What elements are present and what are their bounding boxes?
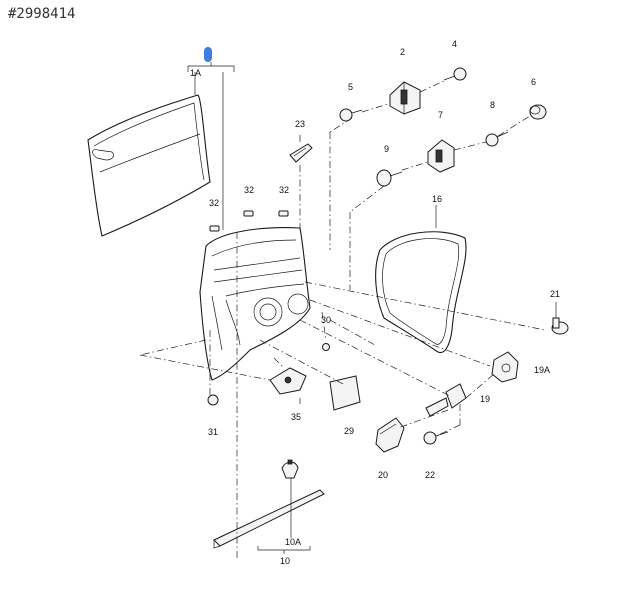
callout-8[interactable]: 8 — [490, 100, 495, 110]
part-29-patch[interactable] — [329, 375, 361, 411]
reference-number: #2998414 — [8, 6, 76, 22]
callout-10A[interactable]: 10A — [285, 537, 301, 547]
callout-16[interactable]: 16 — [432, 194, 442, 204]
part-21-bolt[interactable] — [551, 302, 569, 335]
door-outer-panel[interactable] — [87, 94, 211, 237]
callout-32-b[interactable]: 32 — [244, 185, 254, 195]
part-20-handle[interactable] — [375, 417, 405, 453]
bracket-1A — [187, 62, 235, 230]
callout-6[interactable]: 6 — [531, 77, 536, 87]
part-23[interactable] — [289, 135, 313, 163]
part-8-bolt[interactable] — [485, 131, 509, 147]
callout-22[interactable]: 22 — [425, 470, 435, 480]
callout-7[interactable]: 7 — [438, 110, 443, 120]
part-7-hinge[interactable] — [427, 139, 455, 173]
callout-23[interactable]: 23 — [295, 119, 305, 129]
callout-32-a[interactable]: 32 — [209, 198, 219, 208]
callout-30[interactable]: 30 — [321, 315, 331, 325]
door-inner-module[interactable] — [199, 227, 311, 381]
part-22-bolt[interactable] — [423, 431, 449, 445]
part-2-hinge[interactable] — [389, 81, 421, 115]
callout-20[interactable]: 20 — [378, 470, 388, 480]
bracket-10 — [257, 478, 311, 554]
part-4-bolt[interactable] — [443, 67, 467, 81]
part-30-plug[interactable] — [322, 343, 330, 351]
callout-21[interactable]: 21 — [550, 289, 560, 299]
selection-marker[interactable] — [204, 47, 212, 62]
part-32-a[interactable] — [209, 225, 220, 232]
part-32-b[interactable] — [243, 210, 254, 217]
callout-2[interactable]: 2 — [400, 47, 405, 57]
callout-1A[interactable]: 1A — [190, 68, 201, 78]
part-32-c[interactable] — [278, 210, 289, 217]
callout-10[interactable]: 10 — [280, 556, 290, 566]
part-5-bolt[interactable] — [339, 108, 363, 122]
callout-32-c[interactable]: 32 — [279, 185, 289, 195]
callout-35[interactable]: 35 — [291, 412, 301, 422]
leader-lines — [139, 79, 546, 560]
part-10-strip[interactable] — [213, 489, 325, 549]
callout-labels: 1A 2 4 5 6 7 8 9 23 16 32 32 32 30 21 19… — [190, 39, 560, 566]
part-10A-clip[interactable] — [281, 459, 299, 479]
part-9-bolt[interactable] — [376, 169, 403, 187]
callout-31[interactable]: 31 — [208, 427, 218, 437]
callout-9[interactable]: 9 — [384, 144, 389, 154]
part-16-seal[interactable] — [375, 205, 467, 354]
part-19-latch[interactable] — [425, 383, 467, 417]
callout-19[interactable]: 19 — [480, 394, 490, 404]
callout-4[interactable]: 4 — [452, 39, 457, 49]
part-35-bracket[interactable] — [269, 367, 307, 395]
part-6-cap[interactable] — [529, 104, 547, 120]
callout-19A[interactable]: 19A — [534, 365, 550, 375]
part-31-plug[interactable] — [207, 394, 219, 406]
callout-5[interactable]: 5 — [348, 82, 353, 92]
part-19A-lock[interactable] — [491, 351, 519, 383]
callout-29[interactable]: 29 — [344, 426, 354, 436]
